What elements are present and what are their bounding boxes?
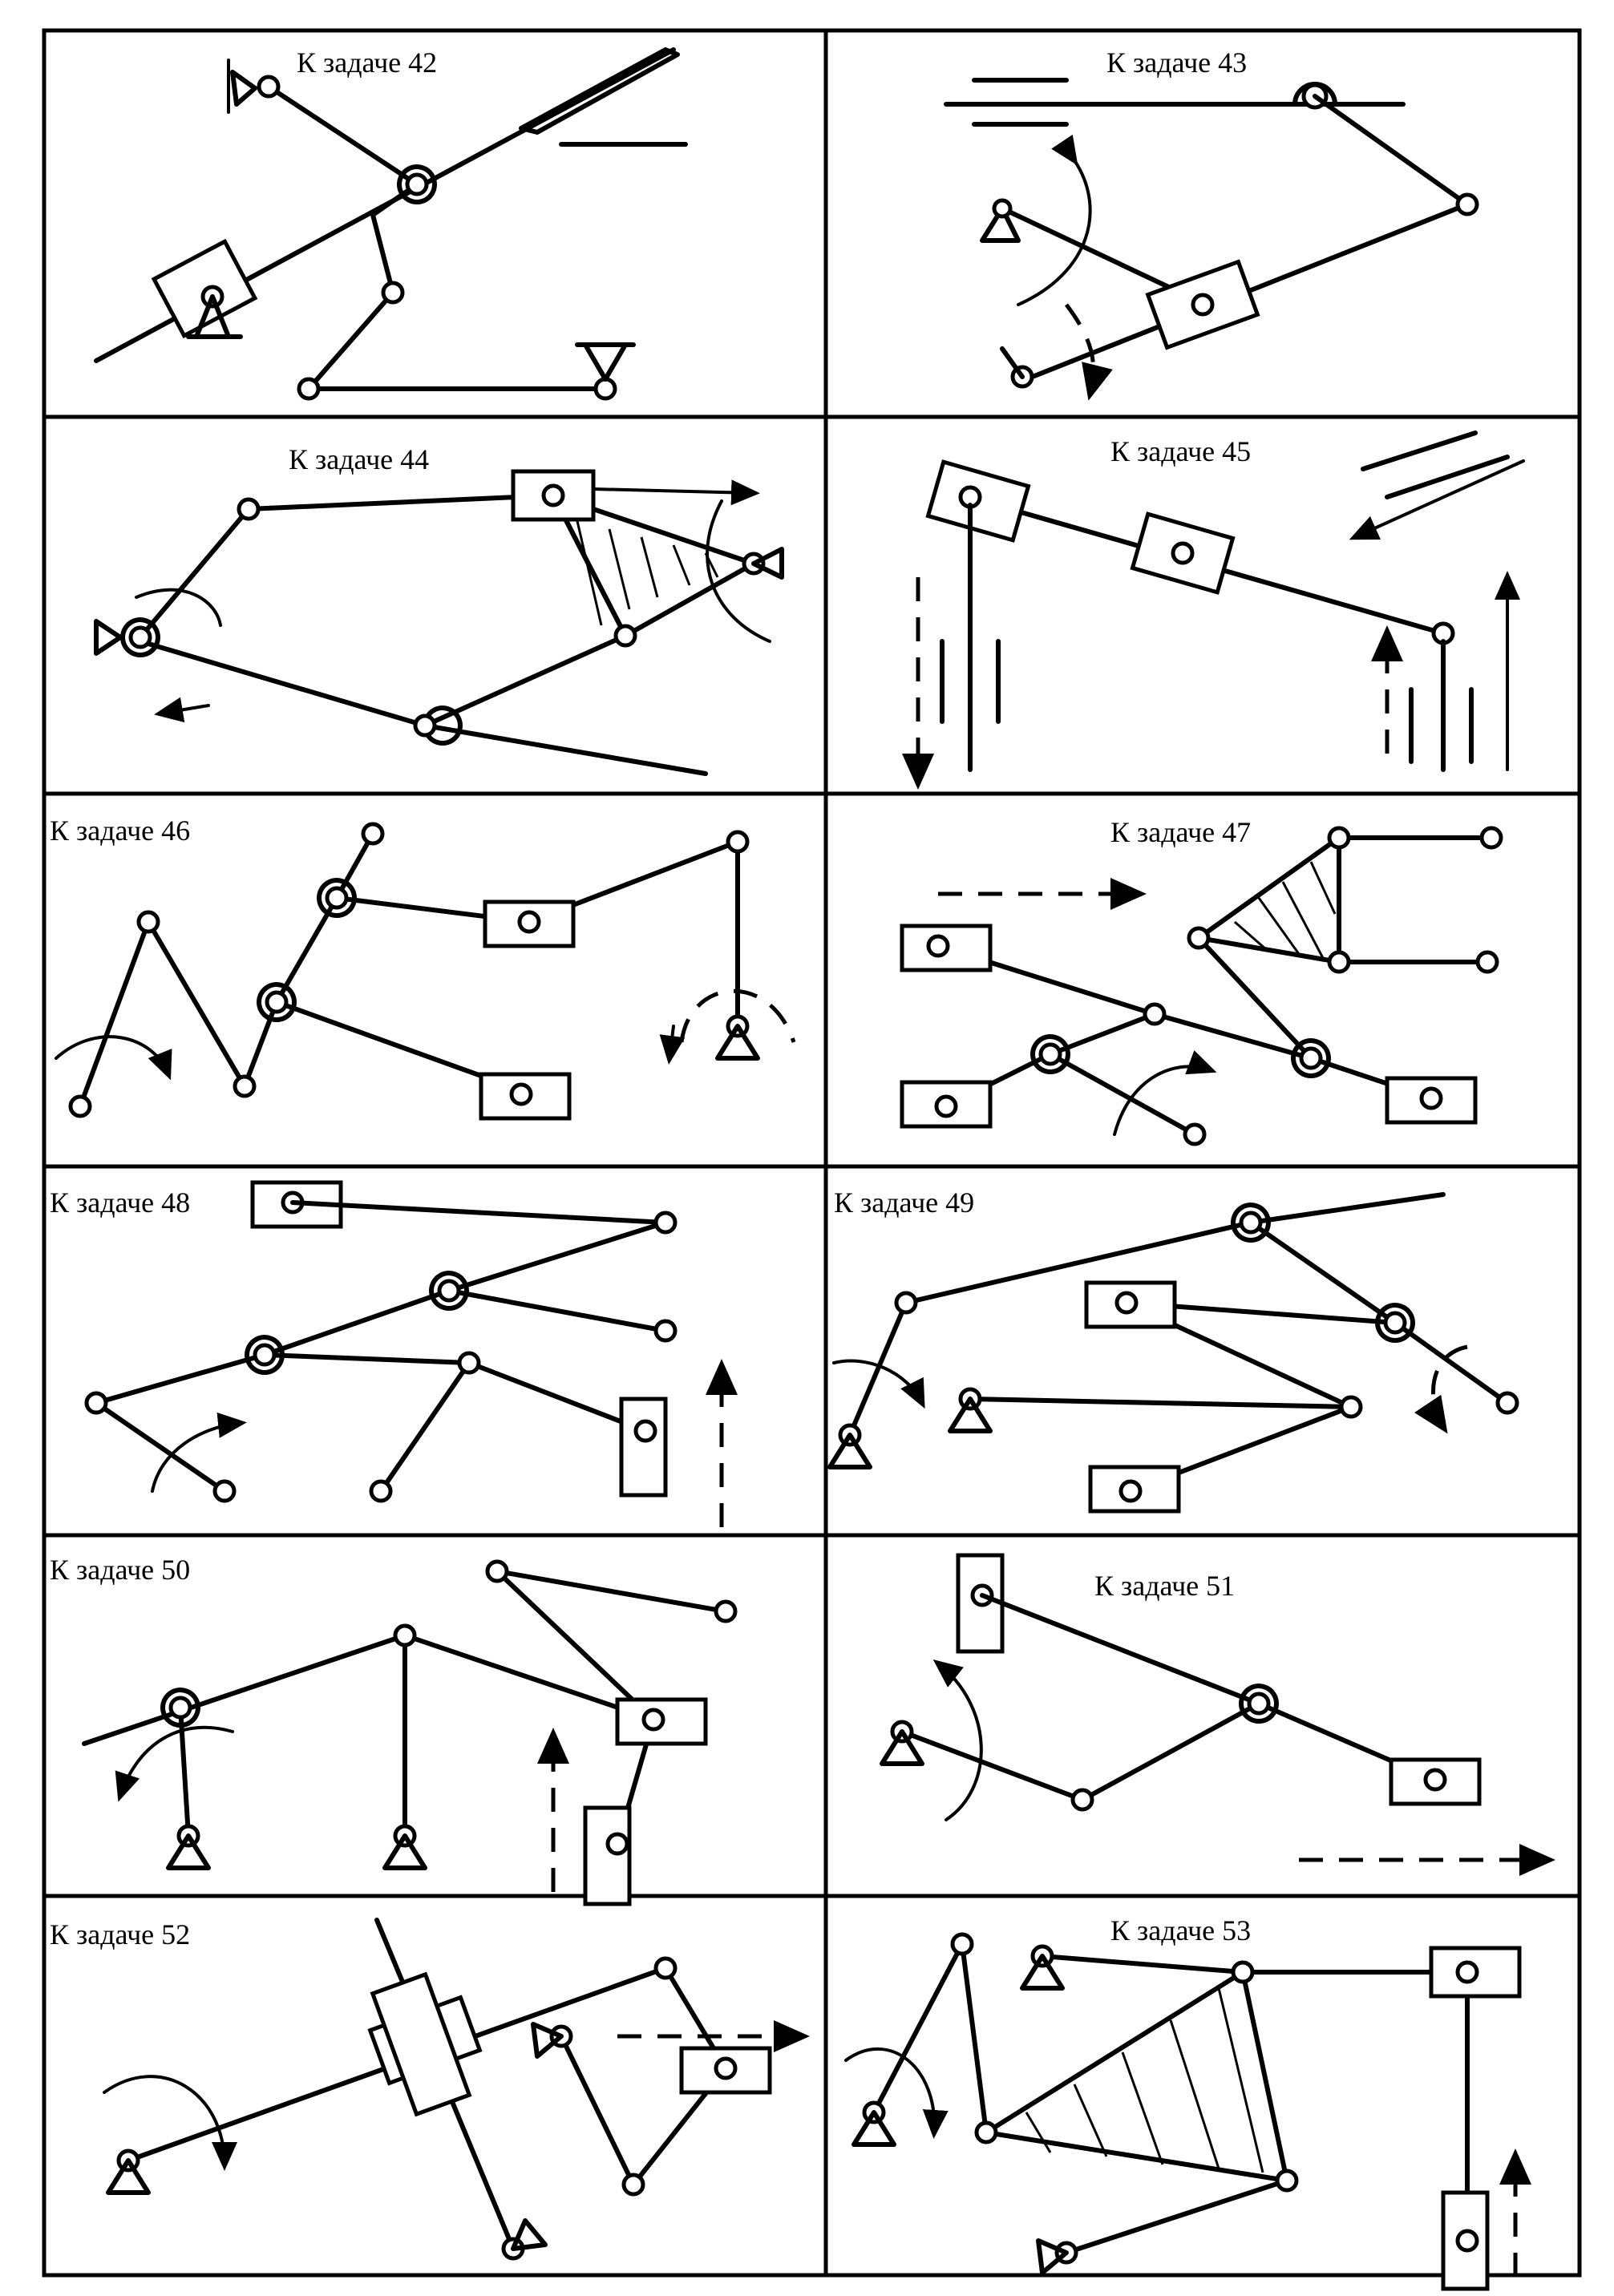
caption-49: К задаче 49 xyxy=(834,1186,974,1219)
mechanism-50 xyxy=(82,1559,738,1906)
mechanism-53 xyxy=(844,1932,1531,2291)
caption-52: К задаче 52 xyxy=(50,1918,190,1950)
mechanism-51 xyxy=(880,1553,1555,1876)
caption-44: К задаче 44 xyxy=(289,443,429,475)
caption-46: К задаче 46 xyxy=(50,815,190,847)
caption-43: К задаче 43 xyxy=(1106,46,1247,79)
grid-frame xyxy=(42,28,1582,2278)
mechanism-45 xyxy=(902,430,1525,790)
mechanism-47 xyxy=(900,826,1503,1146)
caption-51: К задаче 51 xyxy=(1094,1570,1235,1602)
mechanism-44 xyxy=(94,469,784,776)
caption-50: К задаче 50 xyxy=(50,1554,190,1586)
mechanism-52 xyxy=(103,1918,810,2261)
mechanism-48 xyxy=(84,1180,738,1527)
caption-48: К задаче 48 xyxy=(50,1186,190,1219)
caption-47: К задаче 47 xyxy=(1110,816,1251,848)
caption-53: К задаче 53 xyxy=(1110,1914,1251,1946)
mechanism-42 xyxy=(94,47,688,401)
caption-45: К задаче 45 xyxy=(1110,435,1251,467)
captions: К задаче 42 К задаче 43 К задаче 44 К за… xyxy=(50,46,1251,1950)
mechanism-46 xyxy=(55,822,796,1121)
mechanism-49 xyxy=(827,1192,1519,1514)
caption-42: К задаче 42 xyxy=(297,46,437,79)
mechanism-43 xyxy=(944,78,1479,401)
